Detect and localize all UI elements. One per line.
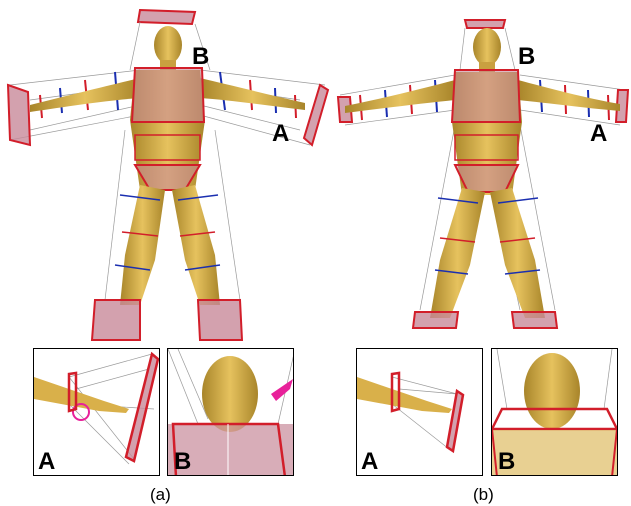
panel-b-inset-head-label: B: [498, 450, 515, 474]
panel-a-label-head-b: B: [192, 45, 209, 69]
panel-b-model: [338, 20, 628, 328]
panel-b-inset-hand-label: A: [361, 450, 378, 474]
panel-b-label-hand-a: A: [590, 122, 607, 146]
panel-a-inset-hand: A: [33, 348, 160, 476]
panel-b-label-head-b: B: [518, 45, 535, 69]
panel-a-inset-head: B: [167, 348, 294, 476]
panel-b-caption: (b): [473, 486, 494, 503]
panel-a-model: [8, 10, 328, 340]
panel-b-inset-hand: A: [356, 348, 483, 476]
panel-b-inset-head: B: [491, 348, 618, 476]
panel-a-caption: (a): [150, 486, 171, 503]
panel-a-inset-head-label: B: [174, 450, 191, 474]
panel-a-label-hand-a: A: [272, 122, 289, 146]
panel-a-inset-hand-label: A: [38, 450, 55, 474]
